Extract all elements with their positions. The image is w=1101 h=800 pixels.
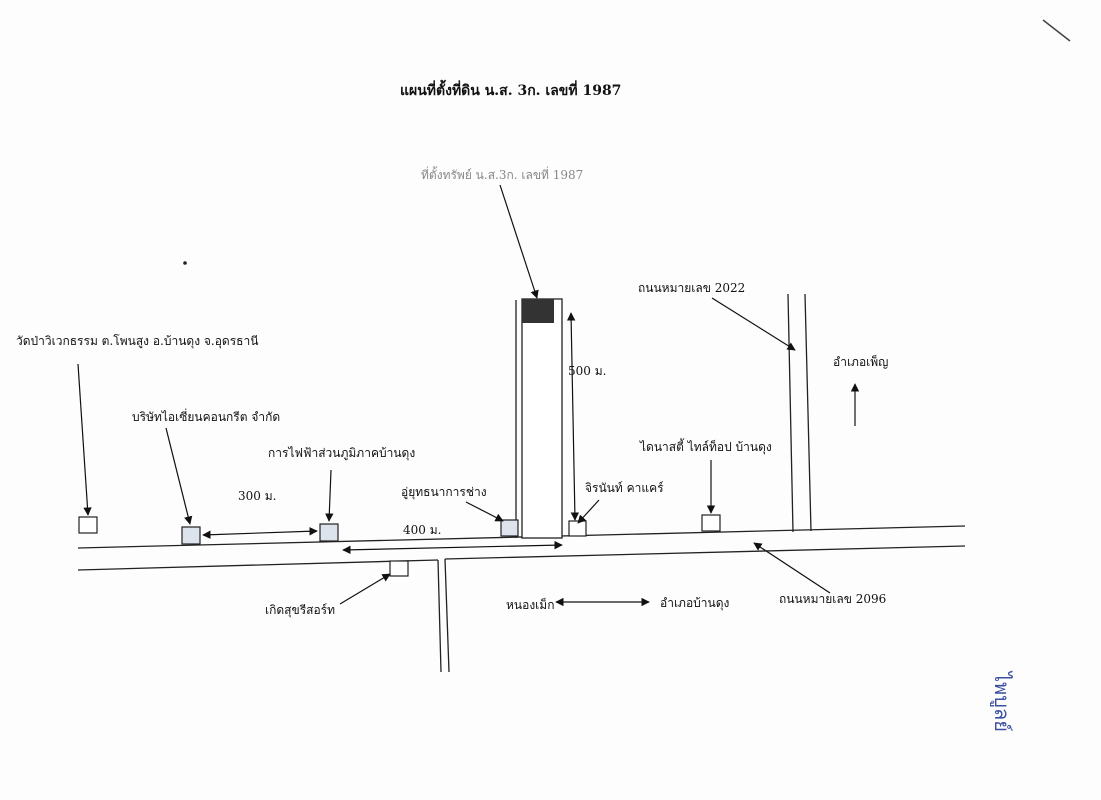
concrete-pointer — [165, 427, 193, 525]
road-2096-label: ถนนหมายเลข 2096 — [779, 592, 887, 606]
road-2022 — [787, 293, 812, 533]
tile-shop-label: ไดนาสตี้ ไทล์ท็อป บ้านดุง — [640, 440, 772, 454]
temple-pointer — [77, 363, 92, 516]
tile-shop-box — [701, 514, 721, 532]
electricity-label: การไฟฟ้าส่วนภูมิภาคบ้านดุง — [268, 446, 416, 460]
resort-label: เกิดสุขรีสอร์ท — [265, 603, 336, 617]
resort-pointer — [339, 573, 391, 605]
temple-box — [78, 516, 98, 534]
distance-400-label: 400 ม. — [403, 523, 442, 537]
distance-300-arrow — [202, 527, 318, 539]
garage-label: อู่ยุทธนาการช่าง — [401, 485, 487, 499]
property-label: ที่ตั้งทรัพย์ น.ส.3ก. เลขที่ 1987 — [421, 168, 584, 182]
concrete-company-label: บริษัทไอเซี่ยนคอนกรีต จำกัด — [132, 410, 281, 424]
distance-300-label: 300 ม. — [238, 489, 277, 503]
car-care-pointer — [577, 499, 600, 524]
concrete-company-box — [181, 526, 201, 545]
resort-box — [389, 560, 409, 577]
car-care-box — [568, 520, 587, 537]
property-pointer — [499, 184, 539, 299]
road-south — [437, 558, 450, 673]
electricity-pointer — [325, 469, 334, 522]
distance-500-arrow — [566, 312, 580, 521]
temple-label: วัดป่าวิเวกธรรม ต.โพนสูง อ.บ้านดุง จ.อุด… — [16, 334, 259, 348]
distance-500-label: 500 ม. — [568, 364, 607, 378]
phen-label: อำเภอเพ็ญ — [833, 355, 889, 369]
nong-mek-label: หนองเม็ก — [506, 598, 555, 612]
car-care-label: จิรนันท์ คาแคร์ — [585, 481, 664, 495]
ban-dung-label: อำเภอบ้านดุง — [660, 596, 730, 610]
map-title: แผนที่ตั้งที่ดิน น.ส. 3ก. เลขที่ 1987 — [400, 83, 622, 99]
garage-box — [500, 519, 519, 537]
road-2096-pointer — [753, 542, 831, 594]
property-plot-marker — [522, 299, 554, 323]
road-2022-pointer — [711, 297, 796, 351]
signature: ไพบูลย์ — [990, 672, 1014, 732]
distance-400-arrow — [342, 540, 563, 555]
electricity-box — [319, 523, 339, 542]
property-parcel — [521, 298, 563, 539]
road-2022-label: ถนนหมายเลข 2022 — [638, 281, 746, 295]
garage-pointer — [465, 501, 504, 522]
